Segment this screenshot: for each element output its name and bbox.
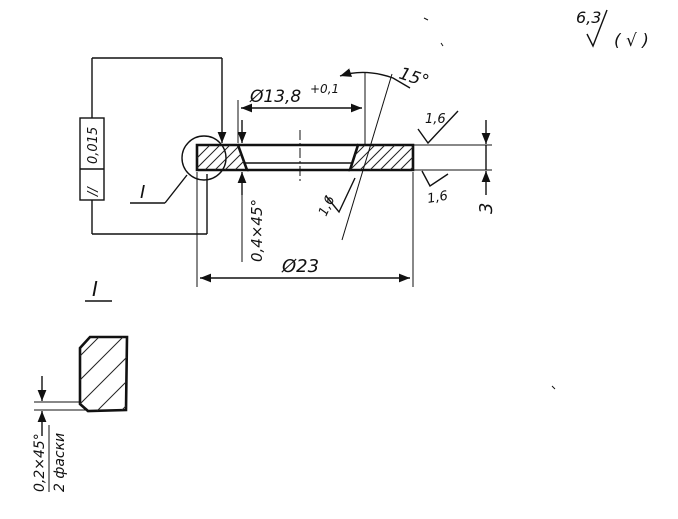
scan-specks	[423, 17, 556, 390]
detail-section-hatch	[80, 337, 127, 411]
roughness-face-top: 1,6	[413, 110, 492, 146]
general-roughness: 6,3 ( √ )	[576, 8, 649, 51]
chamfer-value: 0,4×45°	[248, 199, 266, 262]
roughness-face-bottom-value: 1,6	[426, 189, 449, 207]
tolerance-frame	[79, 117, 105, 201]
detail-chamfer-count: 2 фаски	[52, 433, 68, 492]
parallelism-value: 0,015	[86, 127, 101, 164]
left-section-hatch	[197, 145, 247, 170]
left-section-outline	[195, 143, 249, 172]
detail-chamfer-value: 0,2×45°	[32, 433, 48, 492]
general-roughness-value: 6,3	[576, 8, 601, 27]
roughness-face-bottom: 1,6	[413, 169, 492, 207]
bore-diameter-tolerance: +0,1	[310, 82, 339, 96]
chamfer-dimension: 0,4×45°	[237, 120, 266, 262]
angle-value: 15°	[396, 64, 431, 92]
roughness-face-top-value: 1,6	[425, 112, 446, 127]
roughness-bore: 1,6	[316, 177, 356, 219]
bore-diameter-dimension: Ø13,8 +0,1	[237, 82, 366, 143]
detail-section-outline	[78, 335, 129, 413]
roughness-bore-value: 1,6	[316, 194, 338, 219]
thickness-value: 3	[476, 203, 497, 214]
detail-callout-circle	[181, 135, 227, 181]
roughness-check-symbol	[586, 9, 608, 48]
detail-callout-label: I	[140, 182, 145, 203]
detail-view: I 0,2×45° 2 фаски	[32, 277, 129, 492]
bore-diameter-value: Ø13,8	[249, 87, 301, 107]
outer-diameter-dimension: Ø23	[196, 172, 414, 287]
detail-leader	[164, 174, 188, 204]
thickness-dimension: 3	[476, 120, 497, 214]
washer-section	[195, 130, 415, 182]
detail-title: I	[92, 277, 98, 301]
parallelism-symbol: //	[86, 186, 101, 197]
parallelism-tolerance: // 0,015	[79, 57, 227, 235]
general-roughness-suffix: ( √ )	[614, 31, 649, 51]
outer-diameter-value: Ø23	[281, 256, 319, 277]
angle-dimension: 15°	[339, 64, 431, 241]
